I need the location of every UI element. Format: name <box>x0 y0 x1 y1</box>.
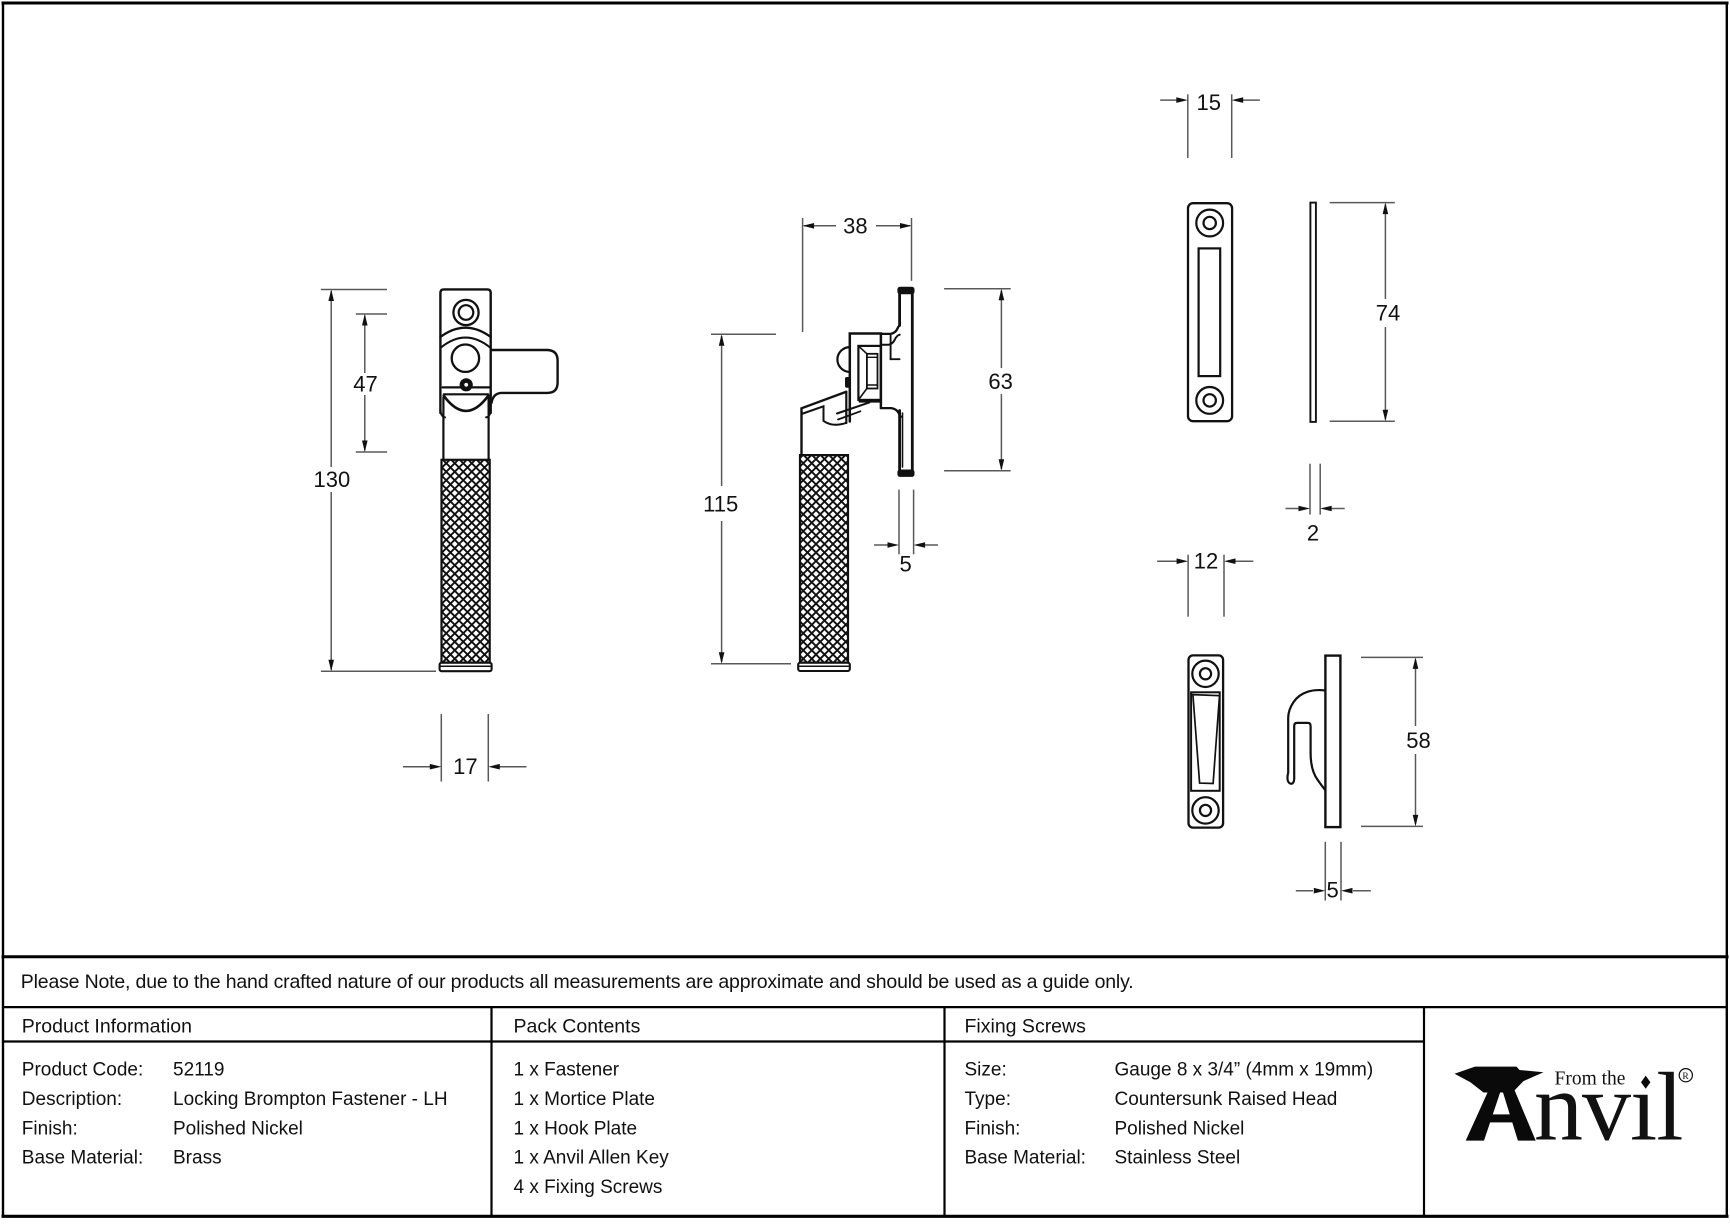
svg-text:130: 130 <box>314 467 351 492</box>
svg-text:Size:: Size: <box>965 1060 1007 1081</box>
svg-text:Locking Brompton Fastener - LH: Locking Brompton Fastener - LH <box>173 1089 448 1110</box>
svg-text:58: 58 <box>1406 728 1430 753</box>
svg-text:38: 38 <box>843 213 867 238</box>
svg-text:Polished Nickel: Polished Nickel <box>1115 1118 1245 1139</box>
svg-text:Type:: Type: <box>965 1089 1011 1110</box>
svg-text:12: 12 <box>1194 549 1218 574</box>
svg-text:nvıl: nvıl <box>1534 1054 1682 1162</box>
svg-text:17: 17 <box>453 754 477 779</box>
svg-text:47: 47 <box>353 371 377 396</box>
svg-text:4 x Fixing Screws: 4 x Fixing Screws <box>514 1177 663 1198</box>
svg-text:52119: 52119 <box>173 1060 224 1081</box>
svg-text:Countersunk Raised Head: Countersunk Raised Head <box>1115 1089 1338 1110</box>
svg-text:63: 63 <box>988 369 1012 394</box>
svg-text:R: R <box>1682 1072 1689 1082</box>
svg-text:5: 5 <box>1326 878 1338 903</box>
svg-text:15: 15 <box>1197 90 1221 115</box>
svg-text:1 x Hook Plate: 1 x Hook Plate <box>514 1118 638 1139</box>
svg-text:Gauge 8 x 3/4” (4mm x 19mm): Gauge 8 x 3/4” (4mm x 19mm) <box>1115 1060 1374 1081</box>
svg-text:5: 5 <box>899 552 911 577</box>
svg-text:Pack Contents: Pack Contents <box>514 1015 641 1037</box>
svg-text:Finish:: Finish: <box>965 1118 1021 1139</box>
svg-text:Description:: Description: <box>22 1089 122 1110</box>
svg-text:Base Material:: Base Material: <box>22 1148 143 1169</box>
svg-text:1 x Anvil Allen Key: 1 x Anvil Allen Key <box>514 1148 670 1169</box>
svg-text:Product Code:: Product Code: <box>22 1060 143 1081</box>
svg-text:74: 74 <box>1376 301 1400 326</box>
svg-text:115: 115 <box>703 492 738 517</box>
svg-text:Stainless Steel: Stainless Steel <box>1115 1148 1241 1169</box>
svg-text:Finish:: Finish: <box>22 1118 78 1139</box>
svg-text:Base Material:: Base Material: <box>965 1148 1086 1169</box>
svg-text:Product Information: Product Information <box>22 1015 192 1037</box>
svg-text:From the: From the <box>1555 1068 1626 1089</box>
svg-text:1 x Mortice Plate: 1 x Mortice Plate <box>514 1089 656 1110</box>
svg-text:2: 2 <box>1307 521 1319 546</box>
svg-text:1 x Fastener: 1 x Fastener <box>514 1060 620 1081</box>
svg-text:Polished Nickel: Polished Nickel <box>173 1118 303 1139</box>
svg-text:Brass: Brass <box>173 1148 222 1169</box>
svg-text:Please Note, due to the hand c: Please Note, due to the hand crafted nat… <box>21 971 1134 993</box>
svg-text:Fixing Screws: Fixing Screws <box>965 1015 1087 1037</box>
